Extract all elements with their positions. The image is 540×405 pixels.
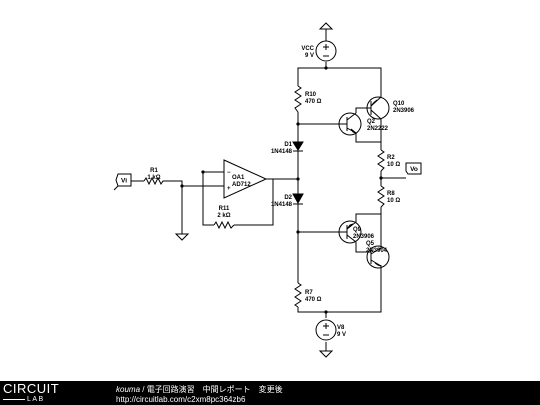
r7-name: R7 [305, 290, 313, 296]
q10-value: 2N3906 [393, 108, 415, 114]
v8-value: 9 V [337, 332, 346, 338]
q2-name: Q2 [367, 119, 376, 125]
logo-lab-text: LAB [27, 396, 45, 403]
ground-symbol [174, 233, 190, 241]
d1-diode[interactable]: D1 1N4148 [271, 141, 304, 155]
logo-lab-row: LAB [3, 396, 59, 403]
vi-port[interactable]: Vi [113, 173, 132, 191]
oa1-name: OA1 [232, 175, 245, 181]
vo-port[interactable]: Vo [405, 162, 422, 175]
junctions [180, 66, 383, 314]
q5-transistor[interactable]: Q5 2N3904 [366, 241, 390, 269]
vo-label: Vo [410, 166, 418, 173]
q2-transistor[interactable]: Q2 2N2222 [338, 112, 389, 136]
q10-name: Q10 [393, 101, 405, 107]
r2-name: R2 [387, 155, 395, 161]
circuit-url[interactable]: http://circuitlab.com/c2xm8pc364zb6 [116, 395, 246, 404]
d1-value: 1N4148 [271, 149, 293, 155]
circuitlab-logo[interactable]: CIRCUIT LAB [3, 382, 59, 403]
r8-value: 10 Ω [387, 198, 400, 204]
circuit-schematic: VCC 9 V V8 9 V R10 470 Ω R7 470 Ω R2 10 … [113, 22, 422, 358]
q5-name: Q5 [366, 241, 375, 247]
oa1-opamp[interactable]: − + OA1 AD712 [223, 159, 268, 199]
v8-name: V8 [337, 325, 345, 331]
r8-resistor[interactable]: R8 10 Ω [377, 185, 400, 208]
r8-name: R8 [387, 191, 395, 197]
wires [131, 62, 406, 351]
oa1-plus-sign: + [227, 186, 231, 192]
q9-transistor[interactable]: Q9 2N3906 [338, 220, 375, 244]
r7-value: 470 Ω [305, 297, 322, 303]
d2-diode[interactable]: D2 1N4148 [271, 193, 304, 208]
q10-transistor[interactable]: Q10 2N3906 [366, 96, 415, 120]
r1-name: R1 [150, 168, 158, 174]
v8-source[interactable]: V8 9 V [315, 319, 346, 358]
r2-resistor[interactable]: R2 10 Ω [377, 149, 400, 172]
circuit-title: 電子回路演習 中間レポート 変更後 [146, 385, 283, 394]
q2-value: 2N2222 [367, 126, 389, 132]
q5-value: 2N3904 [366, 248, 388, 254]
footer-title-line: kouma / 電子回路演習 中間レポート 変更後 [116, 384, 283, 395]
q9-value: 2N3906 [353, 234, 375, 240]
r10-value: 470 Ω [305, 99, 322, 105]
r11-value: 2 kΩ [217, 213, 230, 219]
footer-separator: / [140, 385, 147, 394]
r11-resistor[interactable]: R11 2 kΩ [213, 206, 235, 230]
r1-value: 1 kΩ [147, 175, 160, 181]
r11-name: R11 [219, 206, 230, 212]
footer-bar: CIRCUIT LAB kouma / 電子回路演習 中間レポート 変更後 ht… [0, 381, 540, 405]
oa1-minus-sign: − [227, 170, 231, 176]
r1-resistor[interactable]: R1 1 kΩ [143, 168, 165, 186]
logo-circuit-text: CIRCUIT [3, 381, 60, 396]
r10-name: R10 [305, 92, 317, 98]
logo-line-icon [3, 399, 25, 400]
d2-name: D2 [284, 195, 292, 201]
author-name[interactable]: kouma [116, 385, 141, 394]
d1-name: D1 [284, 142, 292, 148]
vcc-value: 9 V [305, 53, 314, 59]
r7-resistor[interactable]: R7 470 Ω [294, 282, 322, 308]
r2-value: 10 Ω [387, 162, 400, 168]
vcc-name: VCC [301, 46, 314, 52]
vcc-source[interactable]: VCC 9 V [301, 22, 337, 62]
d2-value: 1N4148 [271, 202, 293, 208]
q9-name: Q9 [353, 227, 362, 233]
r10-resistor[interactable]: R10 470 Ω [294, 85, 322, 113]
vi-label: Vi [121, 178, 127, 185]
oa1-value: AD712 [232, 182, 251, 188]
